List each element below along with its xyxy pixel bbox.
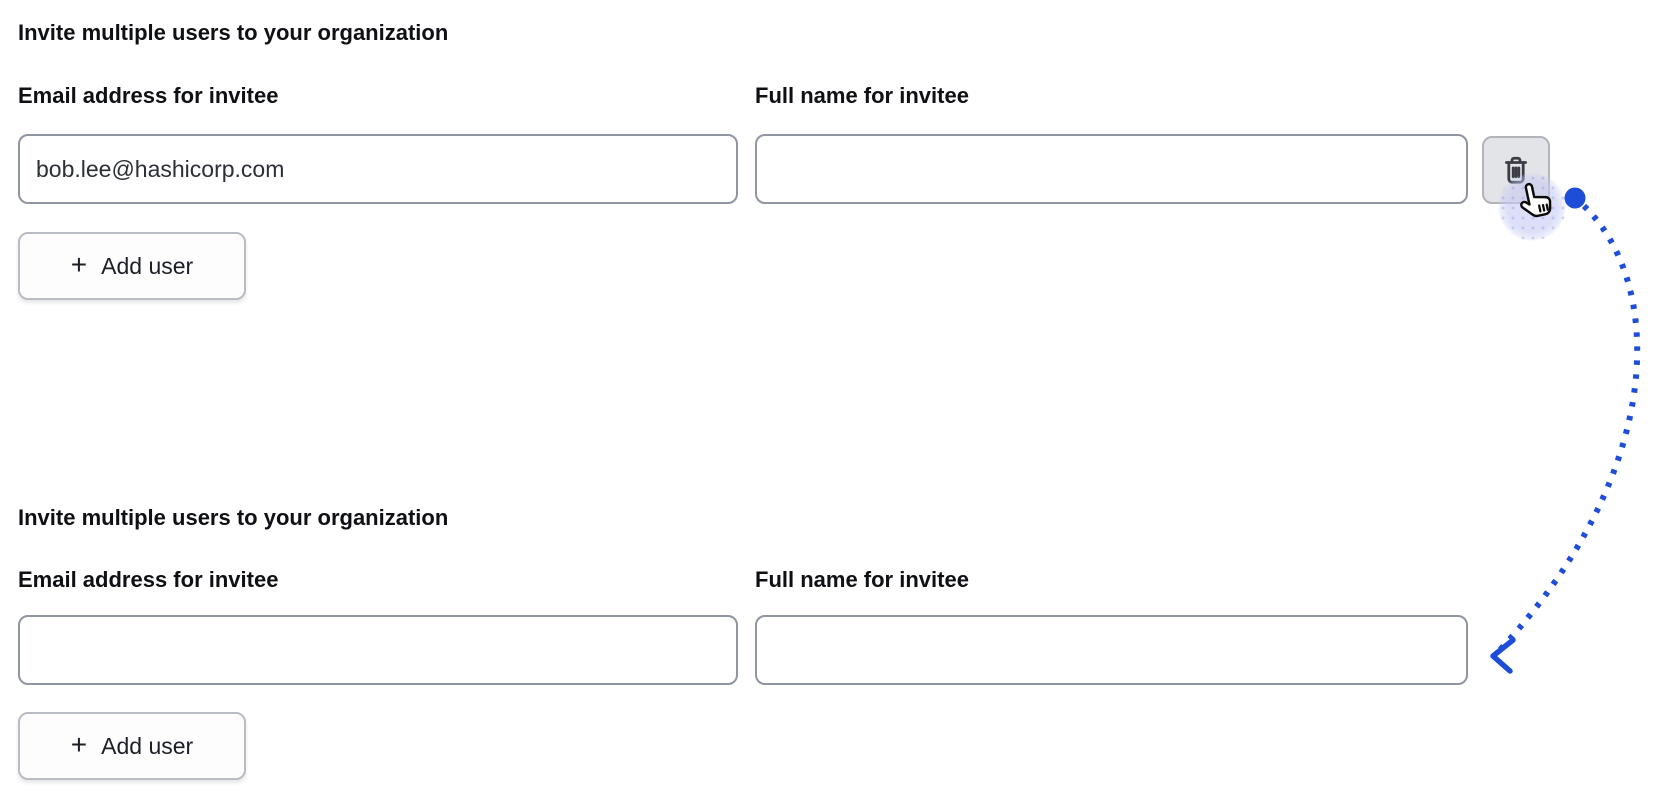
full-name-input[interactable] [755, 134, 1468, 204]
click-halo [1498, 173, 1566, 241]
email-input[interactable] [18, 134, 738, 204]
arrowhead [1490, 637, 1516, 674]
full-name-label-result: Full name for invitee [755, 567, 969, 592]
add-user-label: Add user [101, 252, 194, 279]
full-name-label: Full name for invitee [755, 83, 969, 108]
email-input-result[interactable] [18, 615, 738, 685]
arrow-dotted-curve [1495, 203, 1641, 655]
add-user-button-result[interactable]: + Add user [18, 712, 246, 780]
full-name-input-result[interactable] [755, 615, 1468, 685]
email-label-result: Email address for invitee [18, 567, 279, 592]
add-user-label: Add user [101, 732, 194, 759]
plus-icon: + [70, 729, 88, 760]
form-heading-result: Invite multiple users to your organizati… [18, 505, 449, 530]
add-user-button[interactable]: + Add user [18, 232, 246, 300]
arrow-start-dot [1564, 187, 1586, 209]
plus-icon: + [70, 249, 88, 280]
email-label: Email address for invitee [18, 83, 279, 108]
form-heading: Invite multiple users to your organizati… [18, 20, 449, 45]
